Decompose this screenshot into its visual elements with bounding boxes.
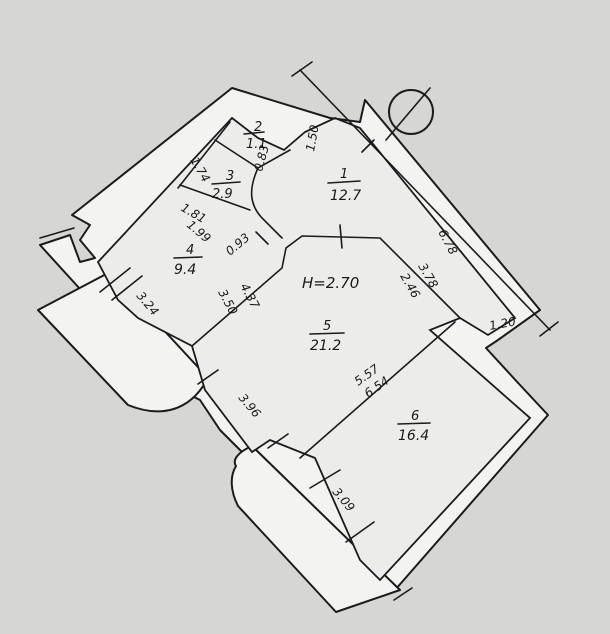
door-jamb-a xyxy=(255,231,269,245)
wall-room4-room5 xyxy=(191,235,461,347)
dim-tick-678-a xyxy=(291,61,313,77)
room-2-number: 2 xyxy=(254,120,262,135)
window-left-a xyxy=(99,267,131,293)
door-jamb-c xyxy=(361,139,375,153)
dim-tick-678-b xyxy=(539,321,559,337)
room-1-area: 12.7 xyxy=(330,188,361,204)
room-5-number: 5 xyxy=(323,319,331,334)
room-6-number: 6 xyxy=(411,409,419,424)
wall-corridor xyxy=(250,167,283,239)
interior-floor xyxy=(96,116,532,582)
wall-room5-room6 xyxy=(299,321,456,459)
room-6-rule xyxy=(397,422,431,425)
window-mid-a xyxy=(197,369,219,385)
window-bottom-b xyxy=(345,521,375,543)
room-1-rule xyxy=(327,180,361,184)
compass-needle xyxy=(385,87,431,141)
room-5-area: 21.2 xyxy=(310,338,341,354)
door-jamb-b xyxy=(339,224,343,249)
wall-room2-left xyxy=(177,121,231,189)
room-3-rule xyxy=(211,181,241,185)
compass-circle-icon xyxy=(388,89,434,135)
dim-line-678 xyxy=(299,69,551,331)
room-labels: 2 1.1 3 2.9 1 12.7 4 9.4 H=2.70 5 21.2 6… xyxy=(173,120,431,444)
compass xyxy=(385,87,434,141)
room-5-rule xyxy=(309,332,345,335)
room-2-area: 1.1 xyxy=(246,137,267,152)
window-mid-b xyxy=(267,433,289,449)
room-4-area: 9.4 xyxy=(174,262,196,278)
ceiling-height: H=2.70 xyxy=(302,274,359,292)
dimension-lines xyxy=(39,61,559,601)
room-4-number: 4 xyxy=(186,243,194,258)
dim-0-83: 0.83 xyxy=(251,143,271,172)
dim-1-20: 1.20 xyxy=(488,314,517,332)
room-1-number: 1 xyxy=(340,167,348,182)
partitions xyxy=(99,121,461,543)
window-bottom-a xyxy=(309,469,341,489)
dim-line-left xyxy=(39,227,75,239)
room-3-area: 2.9 xyxy=(212,187,233,202)
dim-1-50: 1.50 xyxy=(303,123,321,152)
room-6-area: 16.4 xyxy=(398,428,429,444)
wall-room3-room4 xyxy=(179,184,251,211)
room-2-rule xyxy=(243,131,265,135)
interior xyxy=(96,116,532,582)
dim-line-bottom xyxy=(393,587,413,601)
window-left-b xyxy=(111,275,143,301)
balcony-bottom xyxy=(230,445,401,613)
room-3-number: 3 xyxy=(226,169,234,184)
room-4-rule xyxy=(173,256,203,259)
